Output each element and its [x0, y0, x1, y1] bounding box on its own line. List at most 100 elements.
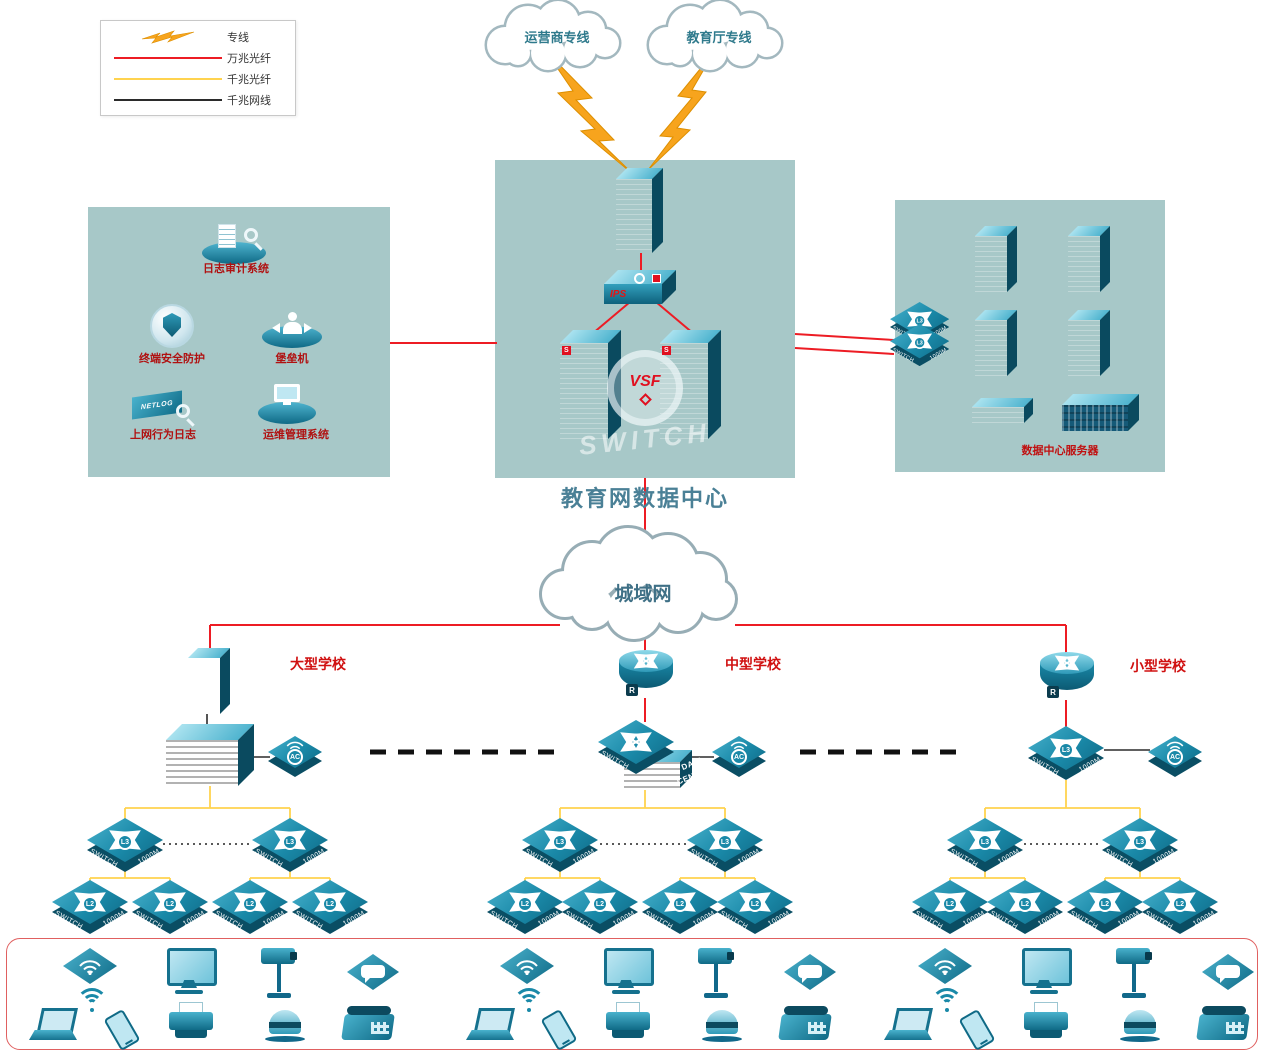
wifi-signal-icon	[512, 988, 546, 1016]
ips-device: IPS	[604, 270, 676, 304]
dome-camera-icon	[263, 1008, 307, 1042]
datacenter-title: 教育网数据中心	[560, 486, 729, 511]
terminal-devices-large-school	[25, 942, 425, 1048]
large-school-core-switch	[166, 724, 254, 786]
small-school-ac-controller: AC	[1148, 736, 1202, 778]
log-audit-icon	[202, 224, 266, 264]
desk-phone-icon	[778, 1004, 832, 1044]
desktop-monitor-icon	[165, 948, 217, 996]
legend: 专线 万兆光纤 千兆光纤 千兆网线	[100, 20, 296, 116]
net-behavior-log-icon: NETLOG	[132, 390, 192, 426]
magnifier-icon	[176, 404, 190, 418]
laptop-icon	[462, 1008, 518, 1044]
wifi-ap-icon	[63, 948, 117, 984]
laptop-icon	[25, 1008, 81, 1044]
legend-label-1g-fiber: 千兆光纤	[227, 73, 271, 86]
man-cloud-label: 城域网	[614, 582, 671, 605]
wifi-ap-icon	[918, 948, 972, 984]
log-audit-label: 日志审计系统	[203, 263, 269, 275]
medium-school-ac-controller: AC	[712, 736, 766, 778]
arrows-icon	[1049, 653, 1085, 673]
wifi-icon	[77, 957, 103, 975]
smartphone-icon	[103, 1009, 140, 1051]
datacenter-servers-label: 数据中心服务器	[1021, 445, 1099, 457]
chat-device-icon	[1202, 954, 1254, 990]
red-line-swatch	[114, 56, 222, 59]
datacenter-rack-switch	[1062, 394, 1139, 431]
legend-label-dedicated-line: 专线	[227, 31, 249, 44]
monitor-glyph	[274, 384, 300, 405]
terminal-security-icon	[150, 304, 194, 348]
isp-cloud-label: 运营商专线	[524, 30, 589, 45]
magnifier-icon	[244, 228, 258, 242]
arrows-icon	[615, 729, 657, 755]
desk-phone-icon	[341, 1004, 395, 1044]
datacenter-rack-server	[972, 398, 1033, 423]
net-behavior-log-label: 上网行为日志	[130, 429, 196, 441]
core-firewall	[616, 168, 663, 253]
server-badge: S	[662, 346, 671, 355]
legend-item-dedicated-line: 专线	[109, 27, 287, 46]
lightning-bolt-isp	[544, 49, 635, 176]
edu-cloud-label: 教育厅专线	[685, 30, 751, 45]
chat-device-icon	[347, 954, 399, 990]
ptz-camera-icon	[257, 946, 301, 998]
wifi-signal-icon	[75, 988, 109, 1016]
wifi-icon	[514, 957, 540, 975]
datacenter-server-tower	[1068, 226, 1110, 292]
ips-label: IPS	[610, 289, 627, 300]
man-cloud: 城域网	[539, 525, 738, 642]
vsf-label: VSF	[629, 372, 661, 390]
medium-school-router: R	[619, 650, 673, 698]
black-line-swatch	[114, 98, 222, 101]
medium-school-datacenter-switch: DATA CENTER SWITCH	[598, 720, 712, 792]
red-module-icon	[652, 274, 661, 283]
printer-icon	[1022, 1002, 1070, 1042]
ptz-camera-icon	[694, 946, 738, 998]
terminal-devices-small-school	[880, 942, 1265, 1048]
isp-cloud: 运营商专线	[484, 0, 622, 73]
link-icon	[638, 392, 652, 406]
desk-phone-icon	[1196, 1004, 1250, 1044]
dome-camera-icon	[1118, 1008, 1162, 1042]
legend-item-10g-fiber: 万兆光纤	[109, 48, 287, 67]
legend-item-1g-cable: 千兆网线	[109, 90, 287, 109]
ops-management-icon	[258, 384, 316, 424]
small-school-label: 小型学校	[1130, 658, 1186, 674]
lightning-icon	[141, 29, 195, 44]
bastion-host-label: 堡垒机	[275, 353, 309, 365]
dome-camera-icon	[700, 1008, 744, 1042]
smartphone-icon	[540, 1009, 577, 1051]
medium-school-label: 中型学校	[725, 656, 781, 672]
printer-icon	[604, 1002, 652, 1042]
edu-cloud: 教育厅专线	[646, 0, 784, 73]
large-school-ac-controller: AC	[268, 736, 322, 778]
chat-device-icon	[784, 954, 836, 990]
laptop-icon	[880, 1008, 936, 1044]
terminal-devices-frame	[6, 938, 1258, 1050]
desktop-monitor-icon	[602, 948, 654, 996]
arrows-icon	[628, 651, 664, 671]
wifi-signal-icon	[930, 988, 964, 1016]
bastion-host-icon	[262, 310, 322, 348]
yellow-line-swatch	[114, 77, 222, 80]
wifi-ap-icon	[500, 948, 554, 984]
arrow-circle-icon	[634, 273, 645, 284]
